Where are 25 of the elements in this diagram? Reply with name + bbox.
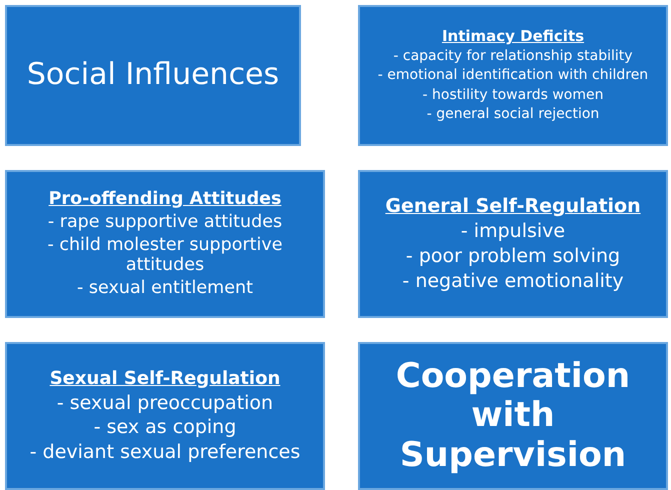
list-item: - capacity for relationship stability: [393, 48, 633, 64]
box-heading: Intimacy Deficits: [442, 28, 584, 45]
list-item: - negative emotionality: [402, 270, 624, 292]
category-box: [5, 5, 301, 146]
list-item: - sexual entitlement: [77, 278, 253, 298]
list-item: - child molester supportive attitudes: [46, 236, 284, 275]
category-box: [358, 5, 668, 146]
box-heading: General Self-Regulation: [385, 196, 641, 218]
category-box: [358, 342, 668, 490]
list-item: - emotional identification with children: [378, 68, 648, 84]
list-item: - general social rejection: [426, 107, 600, 123]
list-item: - impulsive: [460, 221, 566, 242]
category-box: [358, 170, 668, 318]
list-item: - hostility towards women: [422, 88, 604, 104]
list-item: - sexual preoccupation: [56, 392, 274, 414]
box-heading: Sexual Self-Regulation: [50, 368, 280, 389]
list-item: - rape supportive attitudes: [48, 213, 282, 232]
category-box: [5, 342, 325, 490]
box-title: Cooperation with Supervision: [394, 357, 632, 475]
category-box: [5, 170, 325, 318]
list-item: - sex as coping: [94, 417, 236, 438]
box-heading: Pro-offending Attitudes: [48, 190, 282, 210]
box-title: Social Influences: [26, 58, 280, 93]
list-item: - deviant sexual preferences: [30, 442, 300, 464]
list-item: - poor problem solving: [406, 246, 620, 267]
